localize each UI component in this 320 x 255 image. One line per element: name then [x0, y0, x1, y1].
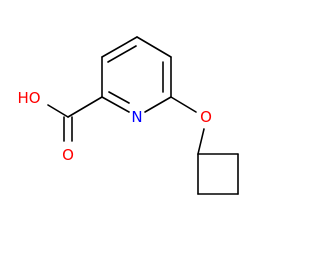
- ring-bond-c6-n: [144, 96, 172, 113]
- ring-bond-c3-c4-inner: [107, 45, 137, 63]
- ring-bond-n-c2: [101, 96, 130, 113]
- bond-carboxyl-hydroxyl: [47, 104, 69, 118]
- ether-oxygen-label: O: [200, 108, 212, 126]
- hydroxyl-label: HO: [17, 89, 40, 107]
- bond-c2-carboxyl: [67, 96, 103, 118]
- ring-nitrogen-label: N: [131, 108, 142, 126]
- ring-bond-c3-c4: [101, 36, 138, 58]
- carbonyl-oxygen-label: O: [62, 146, 74, 164]
- molecule-diagram: HO O N O: [17, 36, 239, 195]
- ring-bond-n-c2-inner: [108, 91, 130, 104]
- ring-bond-c4-c5: [136, 36, 172, 58]
- bond-ether-oxygen-cyclobutyl: [197, 128, 205, 155]
- bond-c6-ether-oxygen: [170, 96, 197, 113]
- structure-canvas: HO O N O: [17, 36, 239, 195]
